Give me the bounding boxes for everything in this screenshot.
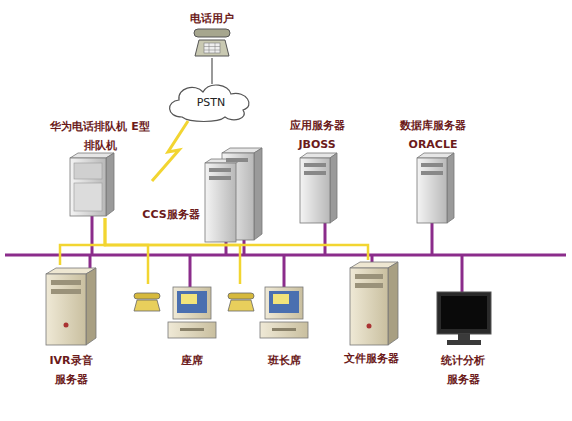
connector-line (105, 218, 240, 284)
file-server-tower (350, 262, 398, 345)
connector-line (152, 121, 188, 181)
user-phone-node: 电话用户 (183, 9, 241, 58)
node-label: 华为电话排队机 E型排队机 (48, 117, 152, 155)
server-node: IVR录音 服务器 (40, 265, 102, 389)
cloud-node: PSTN (170, 84, 252, 121)
queue-machine-cabinet (70, 153, 114, 216)
telephone-icon (194, 29, 230, 56)
node-label: 班长席 (259, 351, 309, 370)
server-node: 数据库服务器 ORACLE (391, 116, 475, 226)
server-node: 统计分析 服务器 (431, 289, 495, 389)
statistics-monitor (437, 292, 491, 345)
server-node: 应用服务器 JBOSS (284, 116, 350, 226)
queue-machine-node: 华为电话排队机 E型排队机 (48, 117, 152, 218)
workstation-node: 班长席 (226, 284, 310, 370)
seat-workstation (134, 287, 216, 338)
node-label: 应用服务器 JBOSS (284, 116, 350, 154)
node-label: 电话用户 (183, 9, 241, 28)
node-label: CCS服务器 (136, 205, 206, 224)
server-node: 文件服务器 (338, 260, 404, 368)
workstation-node: 座席 (132, 284, 220, 370)
node-label: 文件服务器 (338, 349, 404, 368)
connector-line (60, 218, 105, 265)
node-label: 统计分析 服务器 (437, 351, 489, 389)
node-label: 座席 (167, 351, 217, 370)
node-label: PSTN (170, 93, 252, 112)
node-label: IVR录音 服务器 (45, 351, 97, 389)
application-server-tower (300, 153, 337, 223)
supervisor-workstation (228, 287, 308, 338)
node-label: 数据库服务器 ORACLE (391, 116, 475, 154)
connector-line (211, 58, 212, 84)
server-node: CCS服务器 (136, 147, 264, 243)
connector-line (105, 218, 368, 260)
connector-line (105, 218, 148, 284)
database-server-tower (417, 153, 454, 223)
ivr-server-tower (46, 268, 96, 345)
ccs-server-towers (205, 148, 262, 242)
